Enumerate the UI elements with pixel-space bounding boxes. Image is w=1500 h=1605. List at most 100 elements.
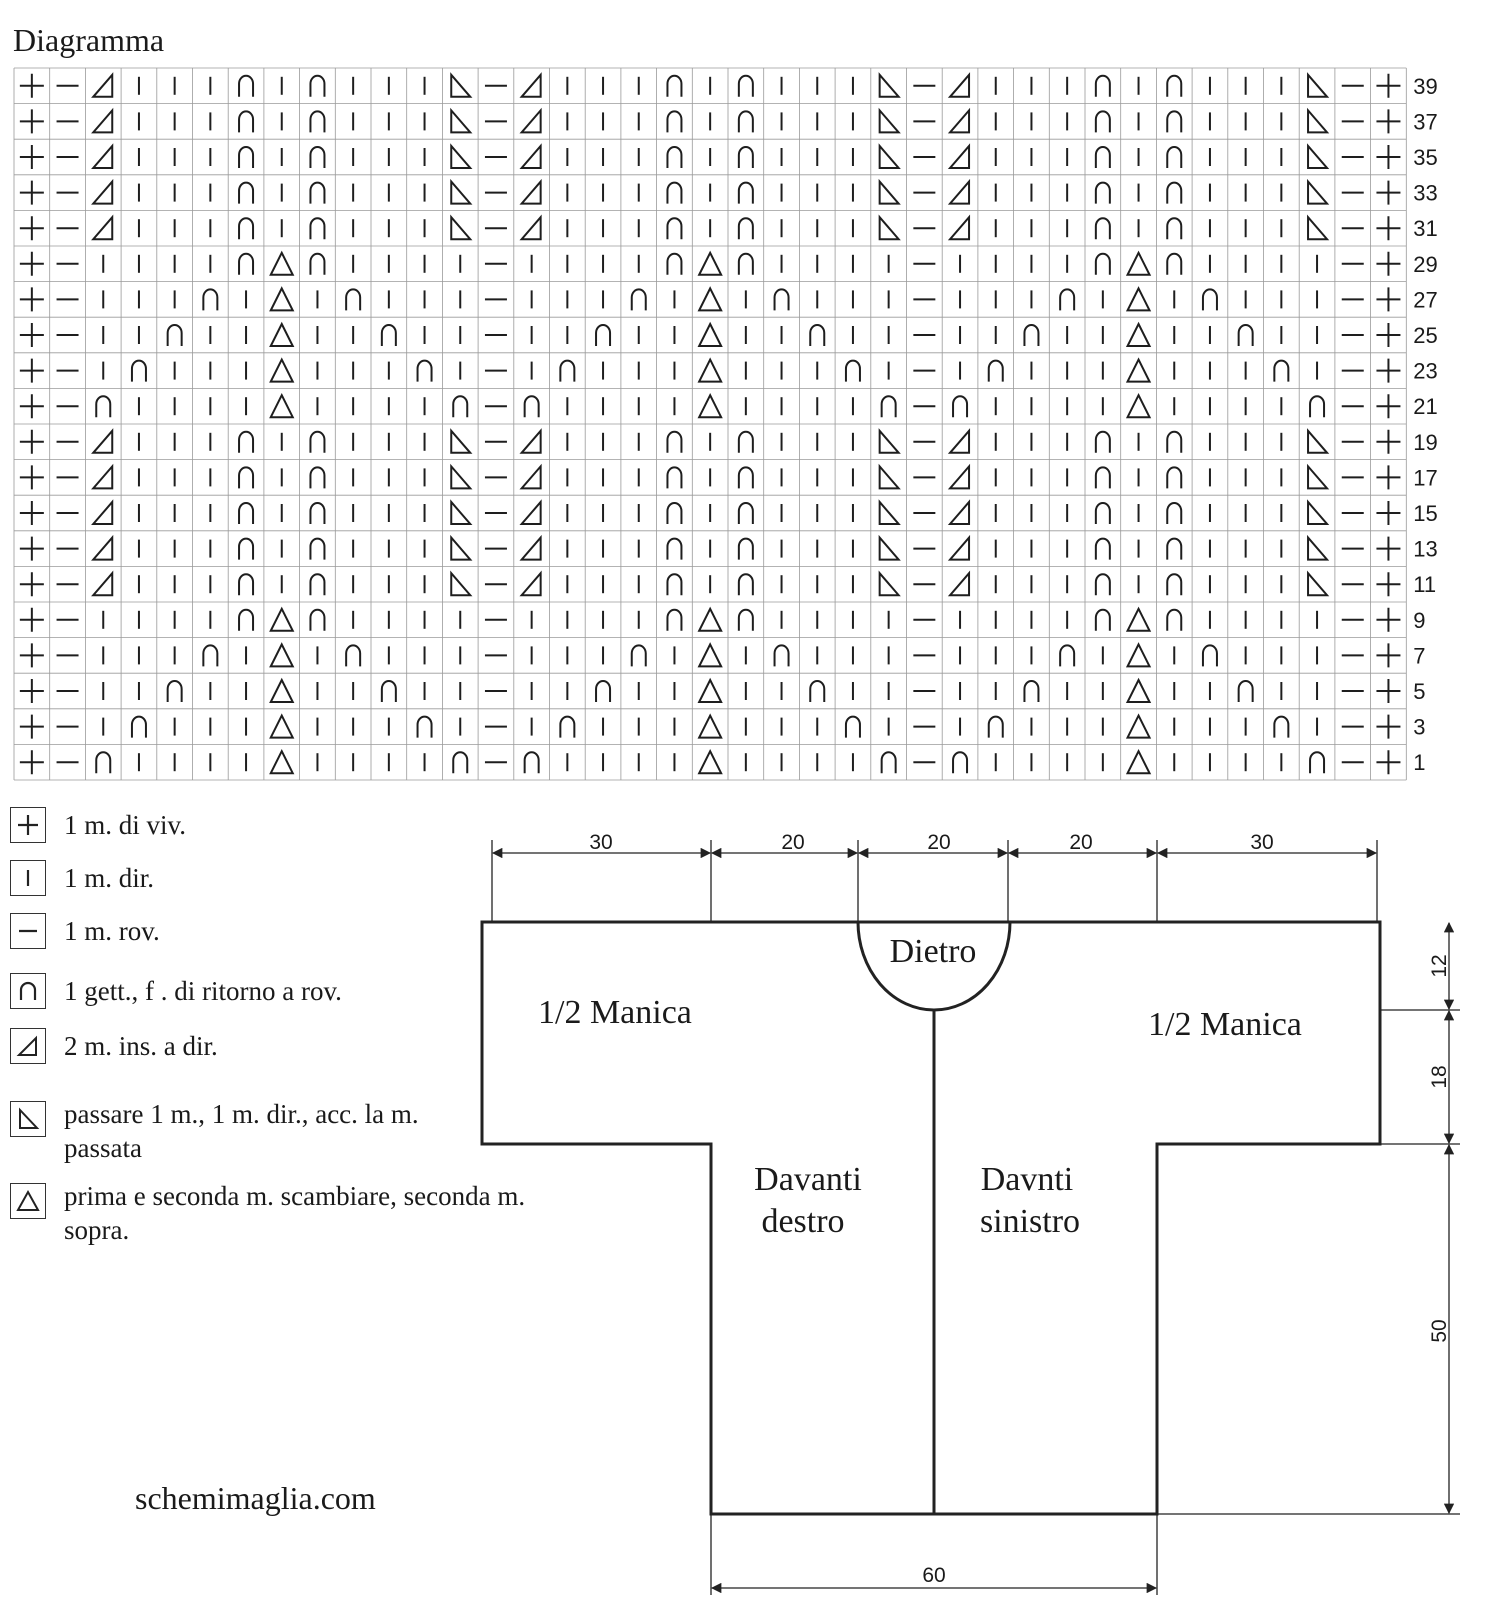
stitch-skp xyxy=(1307,570,1330,597)
stitch-selvage xyxy=(19,73,44,98)
stitch-yarn-over xyxy=(773,288,790,311)
site-label: schemimaglia.com xyxy=(135,1480,376,1516)
stitch-yarn-over xyxy=(737,430,754,453)
stitch-skp xyxy=(1307,463,1330,490)
stitch-selvage xyxy=(1376,251,1401,276)
legend-text: 2 m. ins. a dir. xyxy=(64,1031,218,1061)
stitch-yarn-over xyxy=(1094,252,1111,275)
legend-item-purl: 1 m. rov. xyxy=(10,913,160,949)
stitch-k2tog xyxy=(91,178,114,205)
stitch-yarn-over xyxy=(309,146,326,168)
stitch-selvage xyxy=(1376,73,1401,98)
stitch-yarn-over xyxy=(202,288,219,311)
stitch-yarn-over xyxy=(1023,680,1040,702)
stitch-yarn-over xyxy=(380,680,397,702)
stitch-yarn-over xyxy=(309,430,326,453)
stitch-yarn-over xyxy=(416,359,433,382)
stitch-k2tog xyxy=(519,534,542,561)
stitch-yarn-over xyxy=(1201,288,1218,311)
row-number: 9 xyxy=(1413,608,1425,633)
stitch-yarn-over xyxy=(737,110,754,133)
stitch-yarn-over xyxy=(737,537,754,560)
stitch-selvage xyxy=(1376,109,1401,134)
stitch-k2tog xyxy=(947,72,971,98)
stitch-cross xyxy=(1125,606,1152,632)
stitch-yarn-over xyxy=(1094,430,1111,453)
front-left-label-1: Davnti xyxy=(981,1161,1074,1198)
stitch-yarn-over xyxy=(773,644,790,667)
stitch-selvage xyxy=(1376,679,1401,703)
stitch-cross xyxy=(697,357,723,383)
legend-item-k2tog: 2 m. ins. a dir. xyxy=(10,1028,218,1064)
row-number: 37 xyxy=(1413,109,1437,134)
stitch-k2tog xyxy=(947,570,971,597)
stitch-yarn-over xyxy=(737,252,754,275)
stitch-cross xyxy=(697,286,723,312)
row-number: 1 xyxy=(1413,750,1425,775)
stitch-skp xyxy=(1307,534,1330,561)
stitch-yarn-over xyxy=(630,288,647,311)
stitch-yarn-over xyxy=(1309,751,1326,774)
stitch-yarn-over xyxy=(309,74,326,97)
stitch-yarn-over xyxy=(1166,466,1183,489)
left-lean-triangle-icon xyxy=(10,1101,46,1137)
stitch-skp xyxy=(1307,214,1330,241)
stitch-yarn-over xyxy=(880,395,897,418)
legend-text: 1 m. rov. xyxy=(64,916,160,946)
stitch-cross xyxy=(269,250,295,276)
stitch-yarn-over xyxy=(666,502,683,524)
stitch-k2tog xyxy=(519,178,542,205)
stitch-yarn-over xyxy=(1166,181,1183,204)
plus-icon xyxy=(10,807,46,843)
stitch-yarn-over xyxy=(1237,324,1254,346)
stitch-k2tog xyxy=(519,428,542,454)
stitch-skp xyxy=(878,214,901,241)
row-number: 35 xyxy=(1413,145,1437,170)
stitch-yarn-over xyxy=(1166,608,1183,631)
row-number: 33 xyxy=(1413,181,1437,206)
stitch-yarn-over xyxy=(1237,680,1254,702)
stitch-selvage xyxy=(19,465,44,490)
stitch-yarn-over xyxy=(1273,715,1290,738)
stitch-yarn-over xyxy=(737,74,754,97)
stitch-yarn-over xyxy=(844,715,861,738)
stitch-yarn-over xyxy=(666,181,683,204)
stitch-cross xyxy=(269,606,295,632)
stitch-skp xyxy=(450,107,473,134)
stitch-selvage xyxy=(1376,145,1401,169)
row-number: 23 xyxy=(1413,359,1437,384)
legend-item-selvage: 1 m. di viv. xyxy=(10,807,186,843)
stitch-selvage xyxy=(1376,501,1401,525)
stitch-k2tog xyxy=(947,178,971,205)
stitch-yarn-over xyxy=(1094,608,1111,631)
stitch-yarn-over xyxy=(1059,288,1076,311)
stitch-yarn-over xyxy=(238,146,255,168)
stitch-yarn-over xyxy=(1166,146,1183,168)
stitch-yarn-over xyxy=(1166,74,1183,97)
stitch-cross xyxy=(269,286,295,312)
stitch-selvage xyxy=(1376,643,1401,668)
stitch-yarn-over xyxy=(166,324,183,346)
stitch-selvage xyxy=(19,501,44,525)
stitch-yarn-over xyxy=(737,217,754,240)
row-number: 25 xyxy=(1413,323,1437,348)
stitch-cross xyxy=(269,392,295,419)
dim-label-top-4: 20 xyxy=(1069,831,1092,854)
stitch-k2tog xyxy=(91,143,114,169)
stitch-yarn-over xyxy=(416,715,433,738)
back-label: Dietro xyxy=(890,933,977,970)
stitch-yarn-over xyxy=(1166,217,1183,240)
stitch-selvage xyxy=(19,572,44,597)
legend-item-cross: prima e seconda m. scambiare, seconda m.… xyxy=(10,1181,564,1247)
stitch-yarn-over xyxy=(666,537,683,560)
stitch-k2tog xyxy=(947,534,971,561)
stitch-yarn-over xyxy=(1023,324,1040,346)
stitch-yarn-over xyxy=(1166,502,1183,524)
stitch-yarn-over xyxy=(666,466,683,489)
stitch-yarn-over xyxy=(559,359,576,382)
left-sleeve-label: 1/2 Manica xyxy=(538,994,692,1031)
stitch-skp xyxy=(1307,143,1330,169)
row-number: 17 xyxy=(1413,465,1437,490)
stitch-yarn-over xyxy=(309,537,326,560)
stitch-cross xyxy=(697,748,723,775)
